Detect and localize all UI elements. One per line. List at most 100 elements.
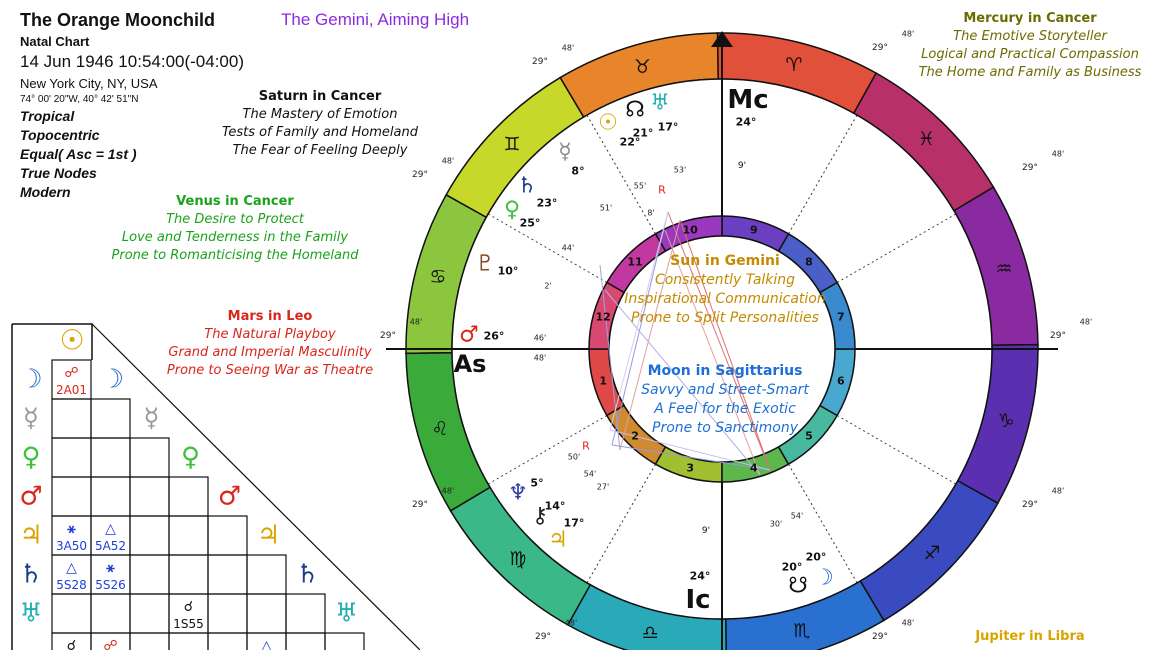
aspect-cell <box>207 593 248 634</box>
aspect-symbol: ☌ <box>184 599 193 615</box>
zodiac-glyph-11: ♌ <box>432 418 449 440</box>
aspect-cell <box>90 593 131 634</box>
saturn-line-1: The Mastery of Emotion <box>242 107 398 122</box>
aspect-cell <box>285 593 326 634</box>
planet-glyph-8: ♆ <box>508 481 528 506</box>
planet-degree-2: 17° <box>658 121 679 134</box>
aspect-line <box>611 444 771 471</box>
option-rulers: Modern <box>20 184 71 200</box>
aspect-symbol: ☍ <box>103 638 117 650</box>
aspect-row-glyph-3: ♂ <box>19 482 42 512</box>
cusp-degree: 29° <box>535 632 551 642</box>
aspect-cell <box>90 632 131 650</box>
planet-minute: 46' <box>534 334 546 343</box>
planet-minute: 2' <box>544 282 551 291</box>
aspect-cell <box>246 593 287 634</box>
aspect-cell <box>168 476 209 517</box>
aspect-diag-glyph-5: ♄ <box>296 560 319 590</box>
option-zodiac: Tropical <box>20 108 75 124</box>
zodiac-glyph-8: ♏ <box>793 620 810 642</box>
mc-minute: 9' <box>738 161 746 171</box>
aspect-cell <box>207 632 248 650</box>
zodiac-glyph-1: ♊ <box>503 134 520 156</box>
moon-interpretation: Moon in Sagittarius Savvy and Street-Sma… <box>620 362 830 438</box>
aspect-cell <box>246 554 287 595</box>
birth-coords: 74° 00' 20"W, 40° 42' 51"N <box>20 94 139 105</box>
house-number-4: 4 <box>750 461 758 474</box>
planet-minute: 55' <box>634 182 646 191</box>
aspect-diag-glyph-4: ♃ <box>257 521 280 551</box>
planet-glyph-3: ☿ <box>558 140 572 165</box>
planet-glyph-6: ♇ <box>475 252 495 277</box>
planet-degree-11: 20° <box>806 551 827 564</box>
aspect-diag-glyph-0: ☽ <box>101 365 124 395</box>
aspect-diag-glyph-3: ♂ <box>218 482 241 512</box>
aspect-diag-glyph-6: ♅ <box>335 599 358 629</box>
planet-glyph-1: ☊ <box>625 98 645 123</box>
cusp-minute: 48' <box>1052 487 1064 496</box>
cusp-degree: 29° <box>1050 331 1066 341</box>
aspect-symbol: ☍ <box>64 365 78 381</box>
aspect-orb-label: 5S28 <box>56 578 87 592</box>
cusp-degree: 29° <box>872 632 888 642</box>
aspect-cell <box>129 476 170 517</box>
planet-degree-10: 17° <box>564 517 585 530</box>
moon-line-2: A Feel for the Exotic <box>654 401 796 417</box>
retrograde-mark: R <box>582 440 590 453</box>
cusp-degree: 29° <box>872 43 888 53</box>
aspect-cell <box>168 554 209 595</box>
cusp-minute: 48' <box>562 44 574 53</box>
chart-type: Natal Chart <box>20 34 90 49</box>
aspect-cell <box>207 515 248 556</box>
aspect-symbol: ☌ <box>67 638 76 650</box>
aspect-cell <box>207 554 248 595</box>
aspect-orb-label: 1S55 <box>173 617 204 631</box>
zodiac-glyph-10: ♍ <box>509 548 526 570</box>
option-house-position: Topocentric <box>20 127 100 143</box>
planet-degree-3: 8° <box>571 165 584 178</box>
planet-degree-1: 21° <box>633 127 654 140</box>
sun-line-2: Inspirational Communication <box>624 291 826 307</box>
aspect-line <box>599 264 621 451</box>
planet-minute: 53' <box>674 166 686 175</box>
zodiac-glyph-5: ♒ <box>995 258 1012 280</box>
aspect-cell <box>324 632 365 650</box>
aspect-row-glyph-1: ☿ <box>23 404 39 434</box>
aspect-cell <box>51 476 92 517</box>
aspect-line <box>609 211 669 431</box>
aspect-symbol: △ <box>261 638 272 650</box>
planet-minute: 54' <box>791 512 803 521</box>
aspect-line <box>667 211 771 471</box>
planet-glyph-12: ☋ <box>788 574 808 599</box>
planet-degree-5: 25° <box>520 217 541 230</box>
planet-glyph-4: ♄ <box>517 174 537 199</box>
planet-glyph-0: ☉ <box>598 111 618 136</box>
zodiac-glyph-2: ♉ <box>634 56 651 78</box>
aspect-line <box>679 219 771 471</box>
planet-minute: 44' <box>562 244 574 253</box>
aspect-grid: ☽☿♀♂♃♄♅☉☽☿♀♂♃♄♅☍2A01⚹3A50△5A52△5S28⚹5S26… <box>11 323 420 650</box>
aspect-cell <box>246 632 287 650</box>
aspect-line <box>664 229 761 476</box>
cusp-minute: 48' <box>1052 150 1064 159</box>
aspect-cell <box>51 398 92 439</box>
mars-line-1: The Natural Playboy <box>204 327 336 342</box>
planet-minute: 8' <box>647 209 654 218</box>
ic-label: Ic <box>685 585 710 615</box>
cusp-degree: 29° <box>1022 163 1038 173</box>
aspect-cell <box>285 632 326 650</box>
aspect-symbol: △ <box>66 560 77 576</box>
as-label: As <box>454 350 487 378</box>
moon-line-1: Savvy and Street-Smart <box>641 382 809 398</box>
sun-interpretation: Sun in Gemini Consistently Talking Inspi… <box>610 252 840 328</box>
cusp-minute: 48' <box>442 157 454 166</box>
planet-degree-4: 23° <box>537 197 558 210</box>
aspect-orb-label: 3A50 <box>56 539 87 553</box>
zodiac-glyph-0: ♋ <box>429 266 446 288</box>
moon-title: Moon in Sagittarius <box>647 363 803 379</box>
aspect-orb-label: 5S26 <box>95 578 126 592</box>
mc-label: Mc <box>727 85 768 115</box>
aspect-cell <box>129 437 170 478</box>
zodiac-glyph-3: ♈ <box>785 54 802 76</box>
